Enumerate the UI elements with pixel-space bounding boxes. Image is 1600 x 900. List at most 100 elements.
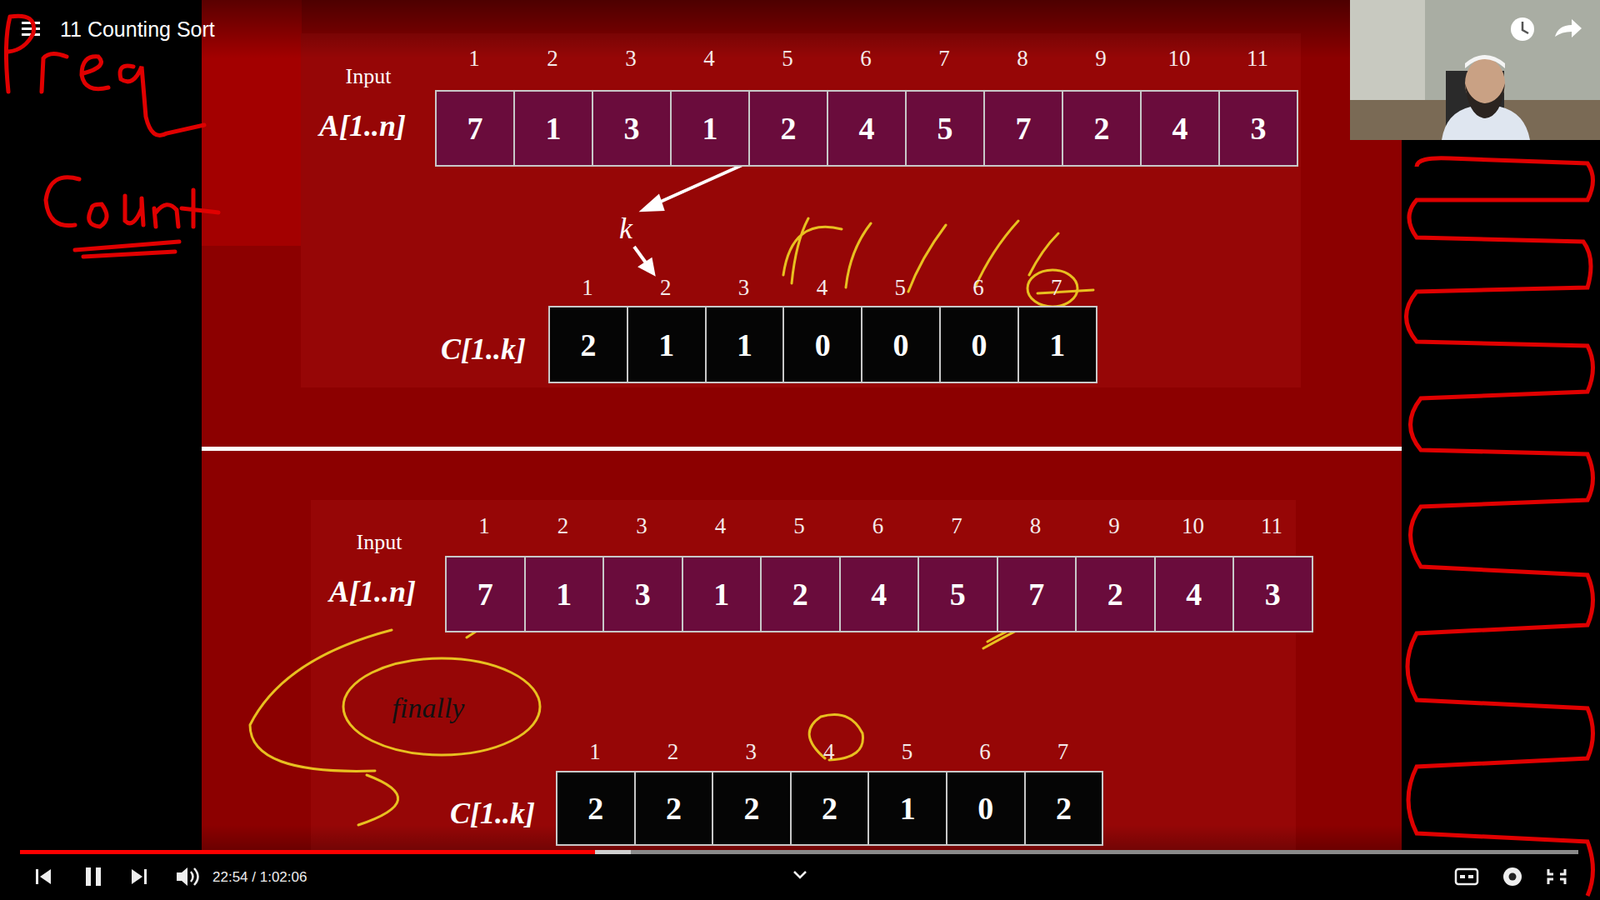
count-cell: 1 <box>705 305 785 384</box>
index-number: 10 <box>1168 47 1191 70</box>
array-cell: 3 <box>1232 555 1314 633</box>
cell-value: 1 <box>713 578 730 610</box>
cell-value: 4 <box>1172 112 1189 145</box>
cell-value: 7 <box>1028 578 1045 610</box>
array-name: A[1..n] <box>329 576 416 607</box>
array-name: C[1..k] <box>440 334 526 365</box>
index-number: 4 <box>703 47 715 70</box>
cell-value: 0 <box>815 329 831 361</box>
progress-track <box>20 850 1579 855</box>
index-number: 2 <box>660 276 672 300</box>
top-panel <box>300 33 1301 388</box>
cell-value: 4 <box>870 578 887 610</box>
cell-value: 1 <box>545 112 562 145</box>
index-number: 7 <box>1050 276 1063 300</box>
count-cell: 1 <box>626 305 707 384</box>
count-cell: 2 <box>790 770 870 846</box>
index-number: 6 <box>872 515 885 538</box>
cell-value: 3 <box>1250 112 1267 145</box>
count-cell: 1 <box>867 770 948 846</box>
index-number: 7 <box>938 47 950 70</box>
row-label: Input <box>356 531 403 554</box>
array-cell: 7 <box>983 90 1064 167</box>
cell-value: 0 <box>977 792 994 825</box>
cell-value: 2 <box>1094 112 1110 145</box>
index-number: 2 <box>667 740 680 764</box>
count-cell: 2 <box>555 770 636 846</box>
cell-value: 4 <box>859 112 875 145</box>
pointer-arrow <box>634 150 776 274</box>
cell-value: 7 <box>467 112 484 145</box>
cell-value: 3 <box>635 578 651 610</box>
array-cell: 7 <box>435 90 515 167</box>
count-cell: 0 <box>945 770 1026 846</box>
count-cell: 1 <box>1017 305 1098 384</box>
player-controls <box>35 867 1565 886</box>
index-number: 4 <box>816 276 829 300</box>
array-cell: 1 <box>670 90 750 167</box>
count-cell: 2 <box>548 305 629 384</box>
cell-value: 2 <box>665 792 682 825</box>
handwriting-scribble <box>5 15 219 257</box>
array-cell: 3 <box>602 555 684 633</box>
cell-value: 0 <box>893 329 910 361</box>
array-cell: 5 <box>917 555 999 633</box>
array-cell: 1 <box>524 555 605 633</box>
index-number: 9 <box>1095 47 1107 70</box>
cell-value: 1 <box>736 329 753 361</box>
count-cell: 2 <box>634 770 715 846</box>
slide-background <box>201 0 1402 855</box>
divider-line <box>201 446 1402 451</box>
index-number: 10 <box>1181 515 1205 538</box>
video-title: 11 Counting Sort <box>60 19 215 40</box>
cell-value: 7 <box>1015 112 1032 145</box>
array-cell: 2 <box>748 90 829 167</box>
index-number: 3 <box>625 47 637 70</box>
cell-value: 5 <box>950 578 966 610</box>
cell-value: 2 <box>587 792 604 825</box>
count-cell: 2 <box>711 770 792 846</box>
index-number: 3 <box>635 515 648 538</box>
array-cell: 2 <box>1075 555 1156 633</box>
time-display: 22:54 / 1:02:06 <box>212 870 307 885</box>
index-number: 1 <box>468 47 480 70</box>
index-number: 1 <box>581 276 594 300</box>
count-cell: 0 <box>860 305 941 384</box>
cell-value: 2 <box>1055 792 1072 825</box>
index-number: 6 <box>979 740 991 764</box>
array-cell: 5 <box>905 90 985 167</box>
index-number: 7 <box>1057 740 1070 764</box>
index-number: 4 <box>715 515 727 538</box>
bottom-panel <box>310 500 1296 850</box>
index-number: 5 <box>901 740 914 764</box>
cell-value: 1 <box>1049 329 1065 361</box>
progress-played <box>20 850 595 855</box>
array-cell: 4 <box>1154 555 1235 633</box>
index-number: 3 <box>745 740 757 764</box>
cell-value: 3 <box>1265 578 1281 610</box>
index-number: 3 <box>738 276 750 300</box>
array-cell: 7 <box>996 555 1078 633</box>
cell-value: 1 <box>658 329 675 361</box>
array-cell: 4 <box>826 90 907 167</box>
cell-value: 5 <box>937 112 954 145</box>
count-cell: 0 <box>939 305 1020 384</box>
array-cell: 4 <box>1140 90 1220 167</box>
index-number: 2 <box>546 47 559 70</box>
array-cell: 3 <box>1218 90 1299 167</box>
array-cell: 4 <box>839 555 920 633</box>
index-number: 8 <box>1016 47 1029 70</box>
index-number: 1 <box>478 515 490 538</box>
variable-name: k <box>619 213 633 244</box>
cell-value: 1 <box>702 112 719 145</box>
cell-value: 2 <box>780 112 797 145</box>
index-number: 5 <box>793 515 805 538</box>
cell-value: 0 <box>970 329 987 361</box>
index-number: 6 <box>860 47 872 70</box>
cell-value: 1 <box>900 792 916 825</box>
webcam-overlay <box>1350 0 1600 140</box>
array-cell: 1 <box>513 90 594 167</box>
handwriting-scribble <box>1406 158 1594 896</box>
index-number: 1 <box>589 740 601 764</box>
array-cell: 2 <box>1061 90 1142 167</box>
